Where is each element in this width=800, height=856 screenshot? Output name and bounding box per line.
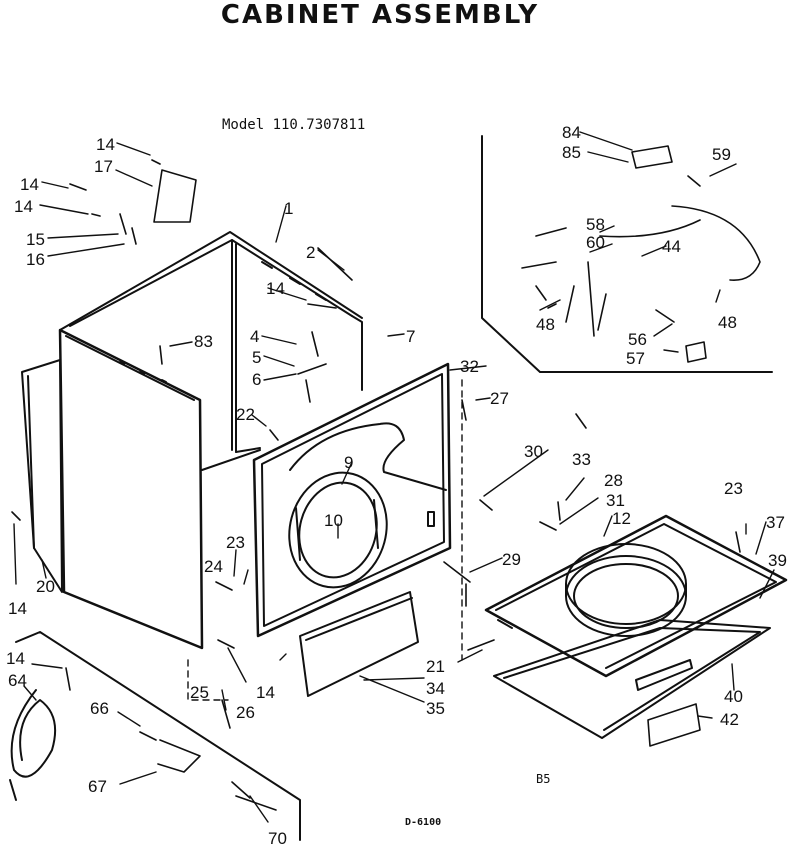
part-label-40: 40 <box>724 687 743 706</box>
part-label-23a: 23 <box>226 533 245 552</box>
part-label-67: 67 <box>88 777 107 796</box>
page-code: B5 <box>536 772 551 786</box>
part-label-56: 56 <box>628 330 647 349</box>
part-label-58: 58 <box>586 215 605 234</box>
part-label-14f: 14 <box>8 599 27 618</box>
part-label-9: 9 <box>344 453 353 472</box>
part-label-6: 6 <box>252 370 261 389</box>
part-label-35: 35 <box>426 699 445 718</box>
part-label-2: 2 <box>306 243 315 262</box>
part-label-14a: 14 <box>96 135 115 154</box>
toe-panel-part <box>299 591 419 697</box>
part-label-20: 20 <box>36 577 55 596</box>
part-label-12: 12 <box>612 509 631 528</box>
part-label-14b: 14 <box>20 175 39 194</box>
part-label-64: 64 <box>8 671 27 690</box>
power-cord-part <box>9 689 56 801</box>
part-label-66: 66 <box>90 699 109 718</box>
base-line <box>15 631 301 841</box>
part-label-33: 33 <box>572 450 591 469</box>
part-label-70: 70 <box>268 829 287 848</box>
top-cover-part <box>484 514 788 678</box>
side-access-panel <box>21 359 63 593</box>
drawing-code: D-6100 <box>405 817 442 828</box>
part-label-5: 5 <box>252 348 261 367</box>
guide-lines <box>187 379 463 701</box>
part-label-16: 16 <box>26 250 45 269</box>
part-label-22: 22 <box>236 405 255 424</box>
part-label-60: 60 <box>586 233 605 252</box>
part-label-30: 30 <box>524 442 543 461</box>
part-label-42: 42 <box>720 710 739 729</box>
part-label-27: 27 <box>490 389 509 408</box>
part-label-24: 24 <box>204 557 223 576</box>
part-label-57: 57 <box>626 349 645 368</box>
hardware-details <box>11 145 761 811</box>
part-label-37: 37 <box>766 513 785 532</box>
part-labels: 14 17 14 14 15 16 1 2 14 4 5 6 7 83 22 9… <box>6 123 787 848</box>
part-label-34: 34 <box>426 679 445 698</box>
harness-inset-border <box>481 135 773 373</box>
diagram-title: CABINET ASSEMBLY <box>220 0 540 30</box>
part-label-15: 15 <box>26 230 45 249</box>
front-panel-part <box>252 362 452 638</box>
part-label-29: 29 <box>502 550 521 569</box>
part-label-83: 83 <box>194 332 213 351</box>
part-label-14d: 14 <box>266 279 285 298</box>
part-label-7: 7 <box>406 327 415 346</box>
part-label-32: 32 <box>460 357 479 376</box>
part-label-4: 4 <box>250 327 259 346</box>
part-label-48a: 48 <box>536 315 555 334</box>
part-label-28: 28 <box>604 471 623 490</box>
part-label-44: 44 <box>662 237 681 256</box>
part-label-26: 26 <box>236 703 255 722</box>
lid-panel-part <box>493 619 771 739</box>
part-label-31: 31 <box>606 491 625 510</box>
part-label-23b: 23 <box>724 479 743 498</box>
part-label-14g: 14 <box>6 649 25 668</box>
part-label-84: 84 <box>562 123 581 142</box>
part-label-59: 59 <box>712 145 731 164</box>
part-label-17: 17 <box>94 157 113 176</box>
part-label-21: 21 <box>426 657 445 676</box>
part-label-25: 25 <box>190 683 209 702</box>
part-label-85: 85 <box>562 143 581 162</box>
part-label-48b: 48 <box>718 313 737 332</box>
part-label-10: 10 <box>324 511 343 530</box>
model-number: Model 110.7307811 <box>222 117 366 133</box>
part-label-1: 1 <box>284 199 293 218</box>
part-label-14e: 14 <box>256 683 275 702</box>
leader-lines <box>13 131 775 823</box>
part-label-39: 39 <box>768 551 787 570</box>
part-label-14c: 14 <box>14 197 33 216</box>
cabinet-part <box>58 231 363 650</box>
